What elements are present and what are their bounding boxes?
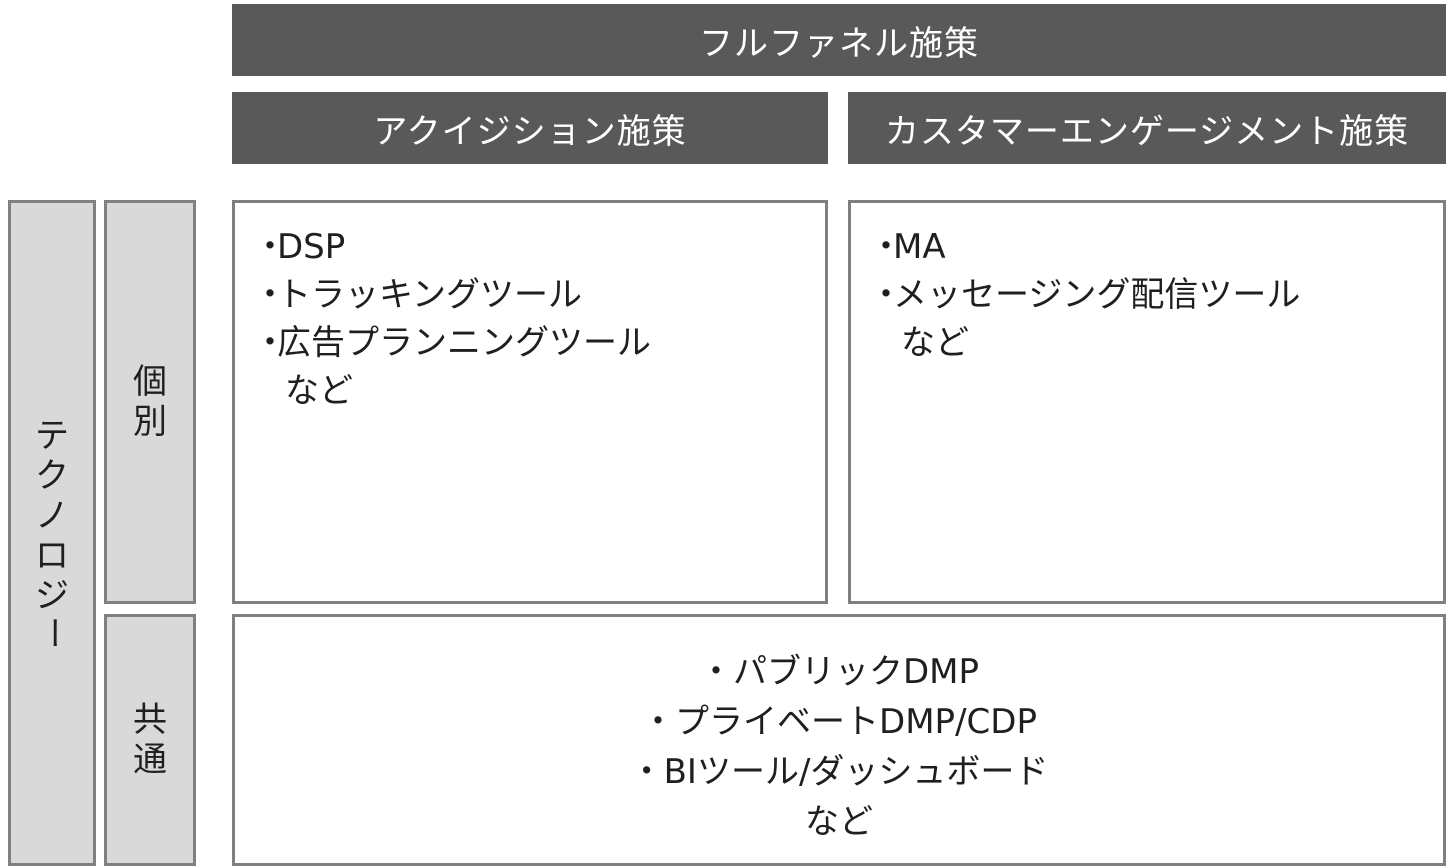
individual-vertical-text: 個 別 xyxy=(107,203,193,601)
technology-side-label: テ ク ノ ロ ジ ー xyxy=(8,200,96,866)
full-funnel-label: フルファネル施策 xyxy=(699,23,979,64)
list-etc: など xyxy=(805,802,873,842)
acquisition-tools-cell: DSP トラッキングツール 広告プランニングツール など xyxy=(232,200,828,604)
common-vertical-text: 共 通 xyxy=(107,617,193,863)
list-item: BIツール/ダッシュボード xyxy=(235,747,1443,797)
common-tools-list: パブリックDMP プライベートDMP/CDP BIツール/ダッシュボード など xyxy=(235,647,1443,847)
common-char: 通 xyxy=(133,740,167,780)
list-item: DSP xyxy=(257,223,651,271)
common-char: 共 xyxy=(133,700,167,740)
list-item: トラッキングツール xyxy=(257,271,651,319)
engagement-tools-cell: MA メッセージング配信ツール など xyxy=(848,200,1446,604)
list-etc: など xyxy=(285,371,353,411)
full-funnel-header: フルファネル施策 xyxy=(232,4,1446,76)
acquisition-label: アクイジション施策 xyxy=(373,111,687,152)
individual-char: 別 xyxy=(133,402,167,442)
acquisition-tools-list: DSP トラッキングツール 広告プランニングツール など xyxy=(257,223,651,415)
list-item: パブリックDMP xyxy=(235,647,1443,697)
technology-char: テ xyxy=(35,416,69,456)
engagement-label: カスタマーエンゲージメント施策 xyxy=(884,111,1410,152)
technology-vertical-text: テ ク ノ ロ ジ ー xyxy=(11,203,93,863)
technology-char: ジ xyxy=(35,576,69,616)
list-item: MA xyxy=(873,223,1300,271)
technology-char: ノ xyxy=(35,496,69,536)
engagement-tools-list: MA メッセージング配信ツール など xyxy=(873,223,1300,367)
common-tools-cell: パブリックDMP プライベートDMP/CDP BIツール/ダッシュボード など xyxy=(232,614,1446,866)
technology-char: ー xyxy=(32,616,72,650)
technology-char: ク xyxy=(35,456,69,496)
list-item: メッセージング配信ツール xyxy=(873,271,1300,319)
individual-side-label: 個 別 xyxy=(104,200,196,604)
acquisition-header: アクイジション施策 xyxy=(232,92,828,164)
common-side-label: 共 通 xyxy=(104,614,196,866)
technology-char: ロ xyxy=(35,536,69,576)
list-item: プライベートDMP/CDP xyxy=(235,697,1443,747)
engagement-header: カスタマーエンゲージメント施策 xyxy=(848,92,1446,164)
list-item: 広告プランニングツール xyxy=(257,319,651,367)
list-etc: など xyxy=(901,323,969,363)
individual-char: 個 xyxy=(133,362,167,402)
